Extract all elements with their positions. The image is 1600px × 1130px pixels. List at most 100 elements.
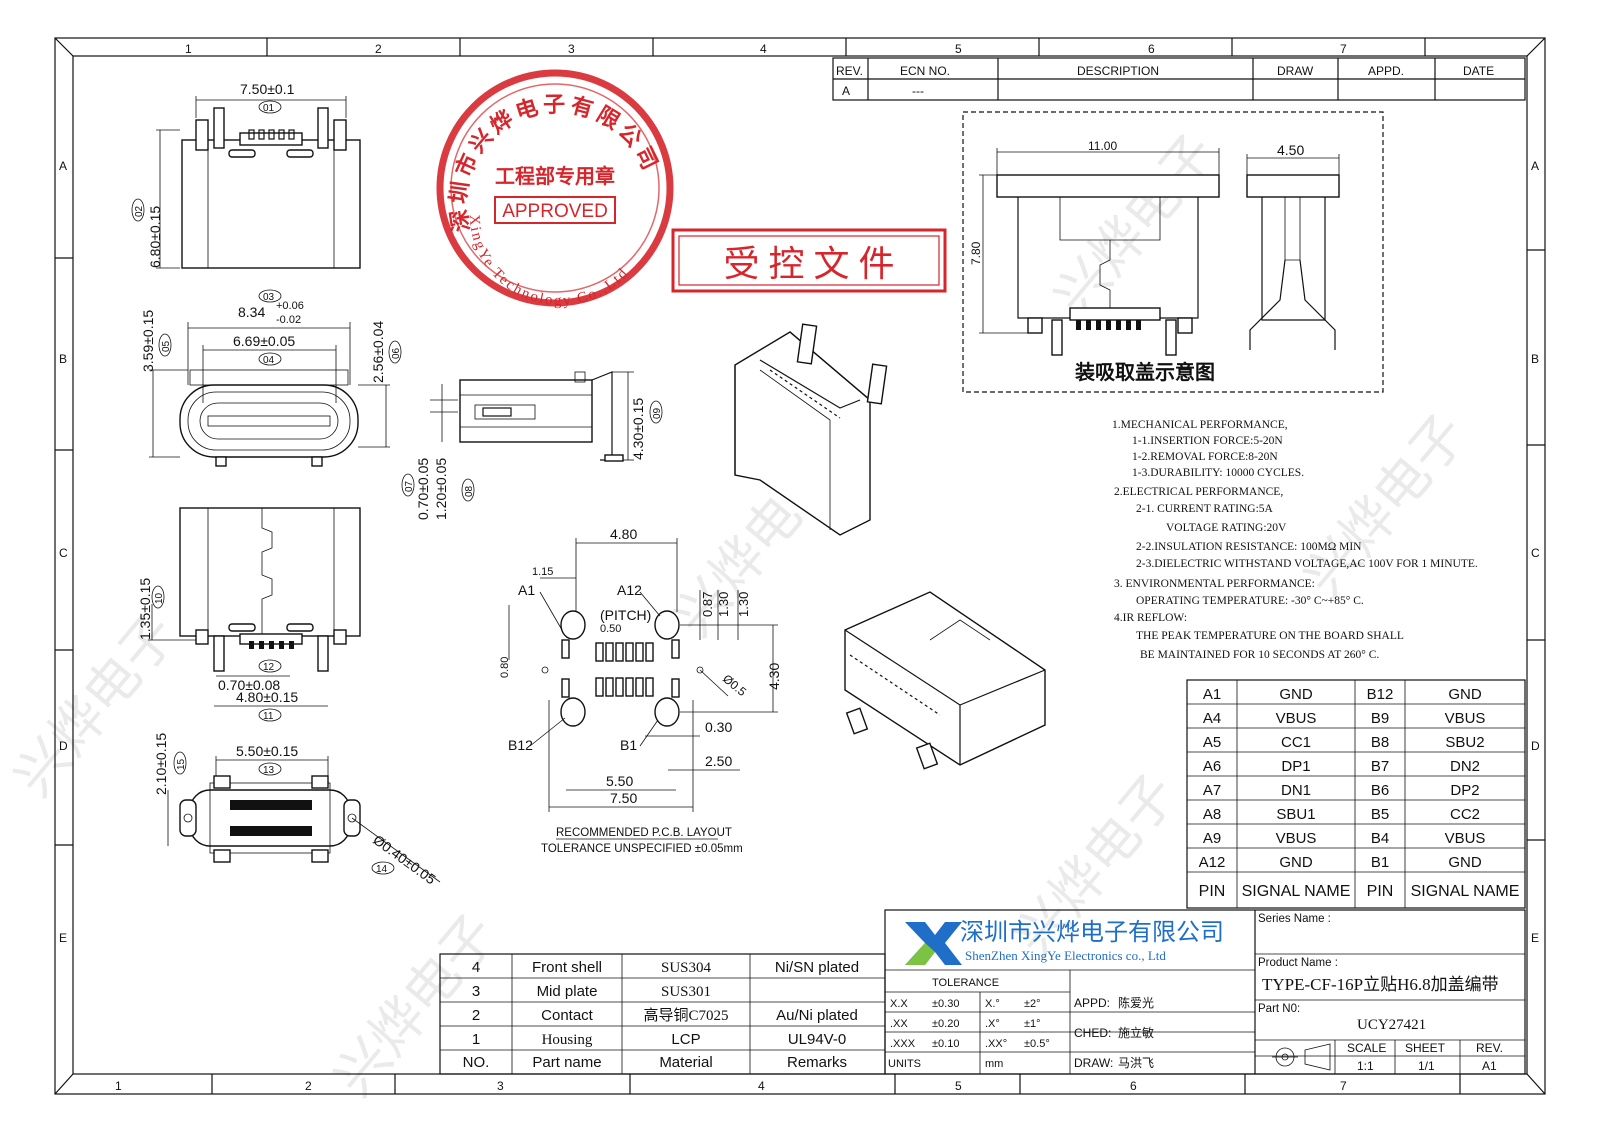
engineering-seal: 深圳市兴烨电子有限公司 XingYe Technology Co.,Ltd 工程…: [436, 69, 674, 309]
tolerance-cell: .XXX: [890, 1038, 916, 1050]
revision-table: REV. ECN NO. DESCRIPTION DRAW APPD. DATE…: [832, 57, 1526, 101]
appd-header: APPD.: [1368, 64, 1404, 78]
ecn-value: ---: [912, 84, 924, 98]
row-label: D: [1531, 739, 1540, 753]
column-label: 3: [568, 42, 575, 56]
part-number: UCY27421: [1357, 1017, 1426, 1033]
pin-cell: VBUS: [1276, 830, 1317, 847]
pcb-dim-080: 0.80: [499, 657, 511, 678]
isometric-view-upright: [734, 323, 888, 536]
product-name-label: Product Name :: [1258, 957, 1338, 969]
units-value: mm: [985, 1058, 1003, 1070]
pcb-dim-750: 7.50: [610, 790, 637, 806]
pin-cell: DN2: [1450, 758, 1480, 775]
pin-cell: A4: [1203, 710, 1221, 727]
ched-value: 施立敏: [1118, 1025, 1154, 1040]
pcb-label-b12: B12: [508, 737, 533, 753]
column-label: 6: [1148, 42, 1155, 56]
lower-dim-1-tag: 10: [154, 592, 165, 604]
scale-value: 1:1: [1357, 1059, 1374, 1073]
note-line: 2.ELECTRICAL PERFORMANCE,: [1114, 486, 1283, 498]
column-label: 2: [305, 1079, 312, 1093]
tolerance-cell: ±0.30: [932, 998, 959, 1010]
bom-cell: Ni/SN plated: [775, 959, 859, 976]
pin-cell: GND: [1448, 854, 1482, 871]
column-label: 4: [760, 42, 767, 56]
top-width-tag: 01: [263, 103, 275, 114]
tolerance-cell: ±0.20: [932, 1018, 959, 1030]
product-name: TYPE-CF-16P立贴H6.8加盖编带: [1262, 975, 1499, 994]
tolerance-cell: ±0.5°: [1024, 1038, 1050, 1050]
pin-cell: SBU2: [1445, 734, 1484, 751]
rev-value: A: [842, 84, 850, 98]
controlled-document-text: 受 控 文 件: [723, 244, 894, 284]
bom-cell: UL94V-0: [788, 1031, 846, 1048]
bottom-dim-3: Ø0.40±0.05: [370, 831, 439, 887]
side-view: 0.70±0.05 07 1.20±0.05 08 4.30±0.15 09: [401, 371, 663, 520]
pcb-dim-550: 5.50: [606, 773, 633, 789]
bom-table: 4 Front shell SUS304 Ni/SN plated 3 Mid …: [439, 953, 886, 1075]
draw-label: DRAW:: [1074, 1056, 1113, 1070]
side-dim-3-tag: 09: [652, 407, 663, 419]
pin-cell: B9: [1371, 710, 1389, 727]
front-overall-plus: +0.06: [276, 300, 304, 312]
bom-cell: 4: [472, 959, 480, 976]
seal-approved-text: APPROVED: [502, 201, 608, 222]
ecn-header: ECN NO.: [900, 64, 950, 78]
bom-cell: SUS304: [661, 960, 712, 976]
bom-cell: Contact: [541, 1007, 594, 1024]
front-overall-dim: 8.34: [238, 304, 265, 320]
pin-cell: A7: [1203, 782, 1221, 799]
bom-cell: SUS301: [661, 984, 711, 1000]
pin-cell: GND: [1279, 686, 1313, 703]
cap-width-dim: 11.00: [1088, 139, 1117, 153]
pin-cell: B1: [1371, 854, 1389, 871]
bottom-dim-1: 5.50±0.15: [236, 743, 298, 759]
pcb-label-b1: B1: [620, 737, 637, 753]
pin-cell: B6: [1371, 782, 1389, 799]
cap-view-title: 装吸取盖示意图: [1074, 360, 1215, 384]
lower-view: 1.35±0.15 10 12 0.70±0.08 4.80±0.15 11: [137, 507, 361, 722]
seal-center-text: 工程部专用章: [495, 164, 615, 188]
draw-value: 马洪飞: [1118, 1056, 1154, 1070]
front-height-tag: 05: [161, 340, 172, 352]
lower-dim-3-tag: 11: [263, 711, 274, 722]
lower-dim-2-tag: 12: [263, 662, 275, 673]
pin-cell: GND: [1448, 686, 1482, 703]
bom-header: Part name: [532, 1054, 601, 1071]
pin-header: SIGNAL NAME: [1242, 883, 1351, 900]
pin-cell: VBUS: [1276, 710, 1317, 727]
pcb-pitch-value: 0.50: [600, 623, 621, 635]
column-label: 1: [115, 1079, 122, 1093]
note-line: BE MAINTAINED FOR 10 SECONDS AT 260° C.: [1140, 649, 1379, 661]
rev-value: A1: [1482, 1059, 1497, 1073]
bom-cell: Au/Ni plated: [776, 1007, 858, 1024]
notes: 1.MECHANICAL PERFORMANCE, 1-1.INSERTION …: [1112, 419, 1478, 661]
pin-cell: DP2: [1450, 782, 1479, 799]
front-height-dim: 3.59±0.15: [140, 310, 156, 372]
column-label: 4: [758, 1079, 765, 1093]
top-height-dim: 6.80±0.15: [147, 206, 163, 268]
pcb-dim-phi05: Ø0.5: [720, 672, 749, 700]
pin-cell: A6: [1203, 758, 1221, 775]
side-dim-1-tag: 07: [404, 480, 415, 492]
lower-dim-1: 1.35±0.15: [137, 578, 153, 640]
tolerance-label: TOLERANCE: [932, 977, 999, 989]
column-label: 5: [955, 42, 962, 56]
column-label: 7: [1340, 1079, 1347, 1093]
top-view: 7.50±0.1 01 6.80±0.15 02: [131, 81, 361, 269]
row-label: C: [59, 546, 68, 560]
pin-cell: B12: [1367, 686, 1394, 703]
bom-header: NO.: [463, 1054, 490, 1071]
lower-dim-3: 4.80±0.15: [236, 689, 298, 705]
note-line: THE PEAK TEMPERATURE ON THE BOARD SHALL: [1136, 630, 1404, 642]
controlled-document-stamp: 受 控 文 件: [671, 228, 947, 293]
front-inner-dim: 6.69±0.05: [233, 333, 295, 349]
side-dim-2: 1.20±0.05: [433, 458, 449, 520]
cap-height-dim: 7.80: [969, 241, 983, 265]
ched-label: CHED:: [1074, 1026, 1111, 1040]
bom-cell: 1: [472, 1031, 480, 1048]
bom-header: Material: [659, 1054, 712, 1071]
tolerance-cell: ±2°: [1024, 998, 1041, 1010]
tolerance-cell: X.X: [890, 998, 908, 1010]
